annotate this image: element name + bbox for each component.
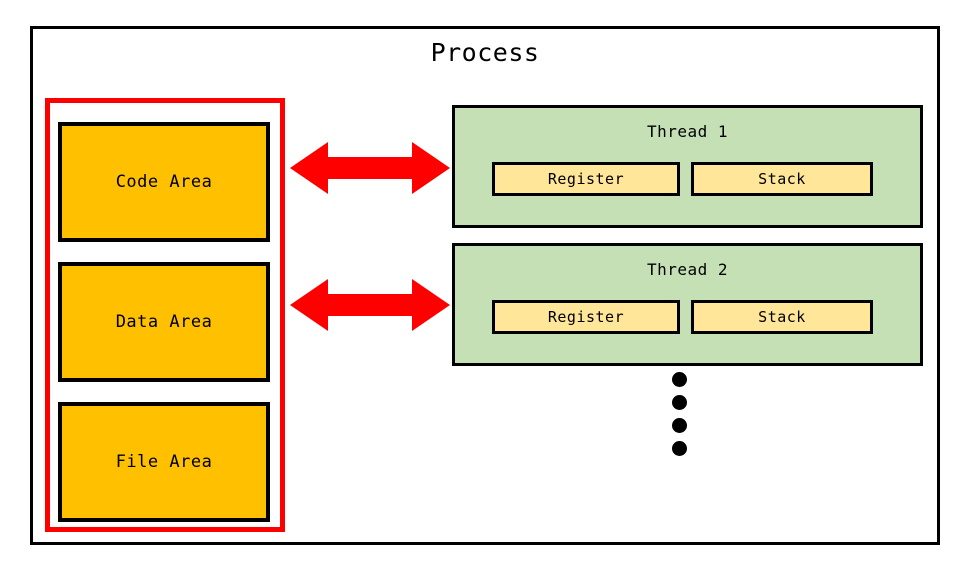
thread-box-1: Thread 1 Register Stack	[452, 105, 923, 228]
memory-area-file: File Area	[58, 402, 270, 522]
thread-slots: Register Stack	[455, 162, 920, 198]
thread-slot-register: Register	[492, 162, 680, 196]
thread-slot-stack: Stack	[691, 300, 873, 334]
ellipsis-dot	[672, 372, 687, 387]
thread-slot-label: Stack	[758, 170, 806, 188]
memory-area-label: Code Area	[115, 172, 213, 192]
thread-slot-label: Register	[547, 170, 625, 188]
memory-area-label: Data Area	[115, 312, 213, 332]
vertical-ellipsis-icon	[672, 372, 690, 456]
thread-slot-label: Register	[547, 308, 625, 326]
thread-slot-register: Register	[492, 300, 680, 334]
memory-area-label: File Area	[115, 452, 213, 472]
ellipsis-dot	[672, 441, 687, 456]
thread-title: Thread 1	[646, 122, 729, 141]
process-title: Process	[430, 38, 540, 67]
memory-area-data: Data Area	[58, 262, 270, 382]
memory-area-code: Code Area	[58, 122, 270, 242]
thread-slot-label: Stack	[758, 308, 806, 326]
thread-title: Thread 2	[646, 260, 729, 279]
ellipsis-dot	[672, 418, 687, 433]
thread-slots: Register Stack	[455, 300, 920, 336]
thread-box-2: Thread 2 Register Stack	[452, 243, 923, 366]
thread-slot-stack: Stack	[691, 162, 873, 196]
ellipsis-dot	[672, 395, 687, 410]
double-arrow-icon	[290, 140, 450, 196]
double-arrow-icon	[290, 277, 450, 333]
